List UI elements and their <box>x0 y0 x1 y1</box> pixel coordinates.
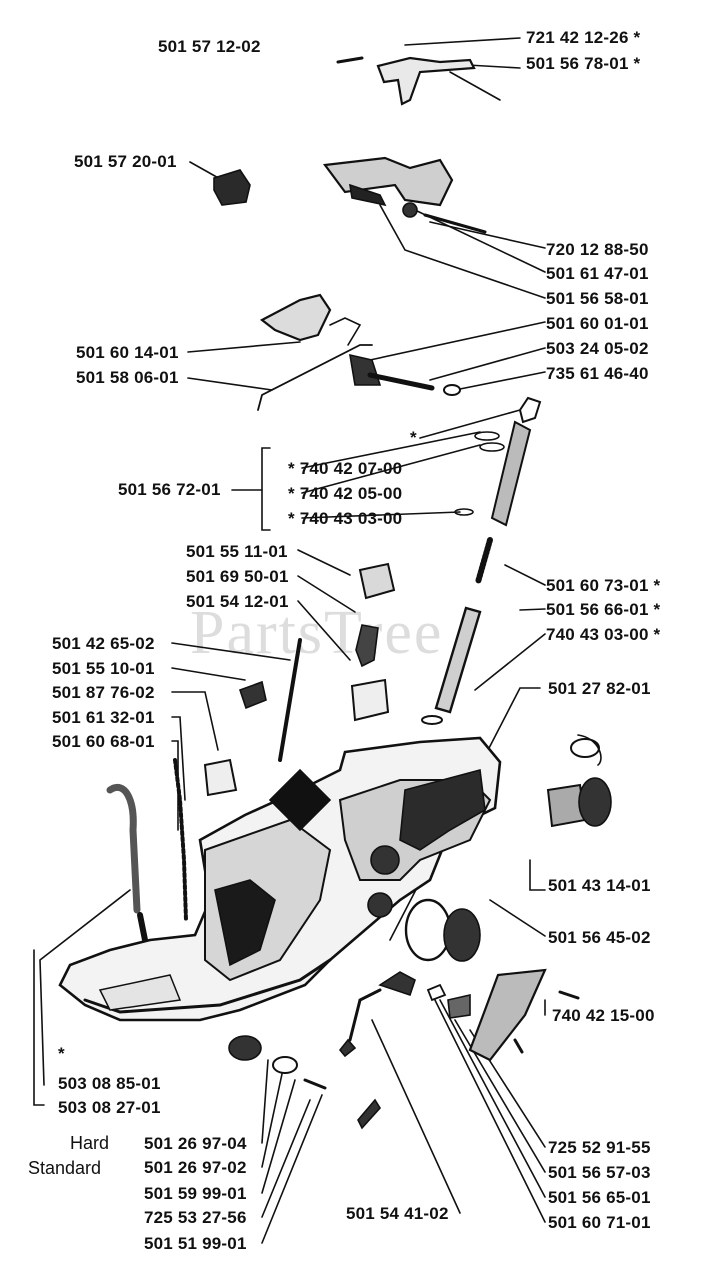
part-label: 501 58 06-01 <box>76 368 179 387</box>
part-label: 501 42 65-02 <box>52 634 155 653</box>
part-label: 501 51 99-01 <box>144 1234 247 1253</box>
part-label: 501 56 66-01 * <box>546 600 661 619</box>
part-label: 501 60 71-01 <box>548 1213 651 1232</box>
part-label: 501 60 68-01 <box>52 732 155 751</box>
part-label: 501 27 82-01 <box>548 679 651 698</box>
part-label: 501 61 32-01 <box>52 708 155 727</box>
part-label: 501 60 01-01 <box>546 314 649 333</box>
watermark: PartsTree <box>190 599 444 667</box>
part-label: 503 08 27-01 <box>58 1098 161 1117</box>
part-label: 725 53 27-56 <box>144 1208 247 1227</box>
part-label: 501 56 78-01 * <box>526 54 641 73</box>
part-label: 501 43 14-01 <box>548 876 651 895</box>
part-label: 501 59 99-01 <box>144 1184 247 1203</box>
part-label: 721 42 12-26 * <box>526 28 641 47</box>
part-label: 503 24 05-02 <box>546 339 649 358</box>
asterisk-note: * <box>58 1044 65 1063</box>
part-label: 740 43 03-00 * <box>546 625 661 644</box>
part-label: 501 55 11-01 <box>186 542 288 561</box>
part-label: 501 55 10-01 <box>52 659 155 678</box>
part-label: * 740 42 05-00 <box>288 484 403 503</box>
part-label: 501 60 73-01 * <box>546 576 661 595</box>
part-label: 501 56 72-01 <box>118 480 221 499</box>
part-label: 501 56 65-01 <box>548 1188 651 1207</box>
part-label: 501 56 57-03 <box>548 1163 651 1182</box>
part-label: 501 57 12-02 <box>158 37 261 56</box>
part-label: 501 61 47-01 <box>546 264 649 283</box>
part-label: 501 69 50-01 <box>186 567 289 586</box>
part-label: 501 60 14-01 <box>76 343 179 362</box>
part-label: 720 12 88-50 <box>546 240 649 259</box>
part-label: * <box>410 428 417 447</box>
part-label: 501 57 20-01 <box>74 152 177 171</box>
part-label: 735 61 46-40 <box>546 364 649 383</box>
part-label: 740 42 15-00 <box>552 1006 655 1025</box>
part-label: 501 56 45-02 <box>548 928 651 947</box>
note-hard: Hard <box>70 1133 110 1153</box>
part-label: * 740 43 03-00 <box>288 509 403 528</box>
part-label: * 740 42 07-00 <box>288 459 403 478</box>
part-label: 501 56 58-01 <box>546 289 649 308</box>
part-label: 501 54 12-01 <box>186 592 289 611</box>
part-label: 501 26 97-04 <box>144 1134 247 1153</box>
part-label: 501 87 76-02 <box>52 683 155 702</box>
part-label: 501 54 41-02 <box>346 1204 449 1223</box>
part-label: 501 26 97-02 <box>144 1158 247 1177</box>
note-standard: Standard <box>28 1158 102 1178</box>
part-label: 725 52 91-55 <box>548 1138 651 1157</box>
part-label: 503 08 85-01 <box>58 1074 161 1093</box>
